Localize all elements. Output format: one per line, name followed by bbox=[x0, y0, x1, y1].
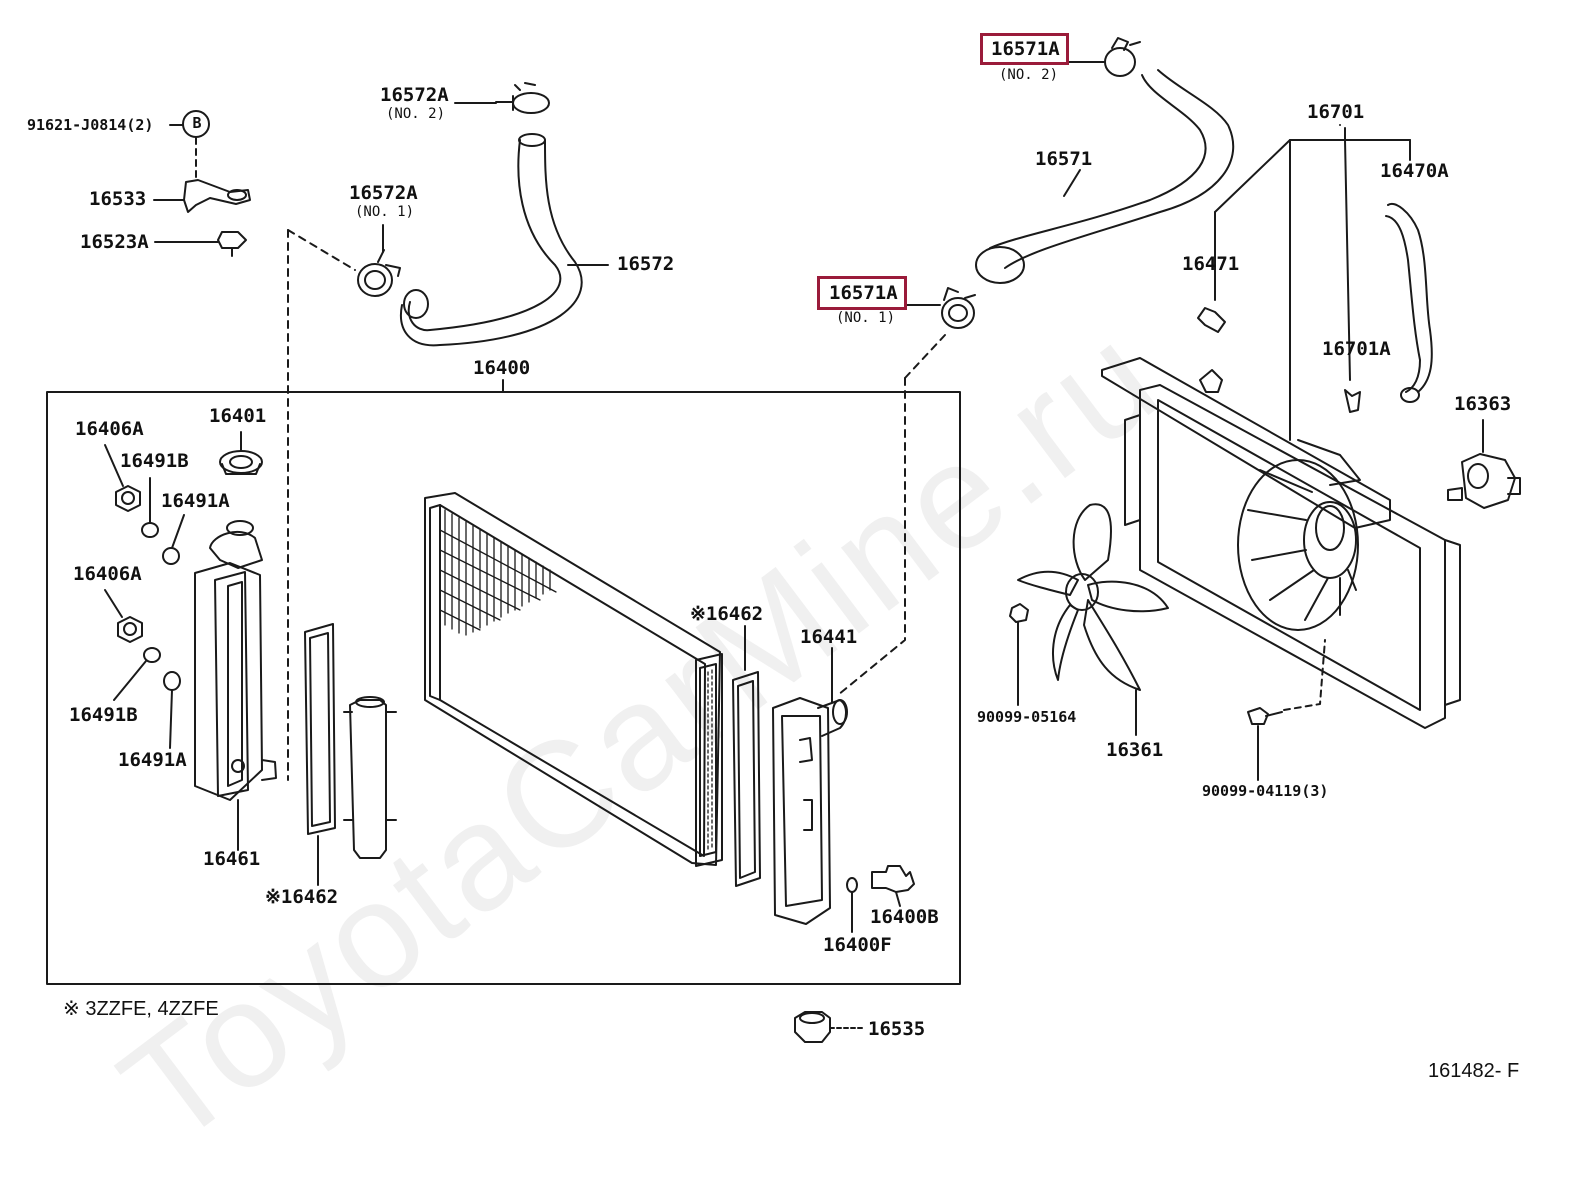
footnote-engine: ※ 3ZZFE, 4ZZFE bbox=[63, 998, 219, 1020]
label-90099-05164[interactable]: 90099-05164 bbox=[977, 708, 1077, 726]
hose-16572 bbox=[407, 139, 562, 332]
inlet-neck bbox=[209, 531, 263, 569]
label-16523A[interactable]: 16523A bbox=[80, 231, 149, 253]
label-16363[interactable]: 16363 bbox=[1454, 393, 1512, 415]
label-90099-04119[interactable]: 90099-04119(3) bbox=[1202, 782, 1329, 800]
label-16572A-no1[interactable]: 16572A bbox=[349, 182, 418, 204]
label-16491B-lower[interactable]: 16491B bbox=[69, 704, 138, 726]
left-tank-16461 bbox=[194, 562, 263, 801]
label-16571A-no1[interactable]: 16571A bbox=[829, 282, 898, 304]
label-16572A-no2-sub: (NO. 2) bbox=[386, 106, 446, 122]
highlight-16571A-no1 bbox=[817, 276, 907, 310]
cap-16535 bbox=[794, 1011, 831, 1043]
label-16571A-no2[interactable]: 16571A bbox=[991, 38, 1060, 60]
label-16471[interactable]: 16471 bbox=[1182, 253, 1240, 275]
clamp-16572A-no1 bbox=[357, 263, 393, 297]
label-16572[interactable]: 16572 bbox=[617, 253, 675, 275]
label-16533[interactable]: 16533 bbox=[89, 188, 147, 210]
gasket-16462-left bbox=[304, 623, 336, 835]
label-16441[interactable]: 16441 bbox=[800, 626, 858, 648]
label-16572A-no2[interactable]: 16572A bbox=[380, 84, 449, 106]
label-16701A[interactable]: 16701A bbox=[1322, 338, 1391, 360]
plug-16406A-lower bbox=[117, 616, 143, 643]
hose-16571 bbox=[989, 74, 1207, 249]
label-16400[interactable]: 16400 bbox=[473, 357, 531, 379]
clamp-16572A-no2 bbox=[512, 92, 550, 114]
bracket-16533 bbox=[183, 179, 251, 213]
label-16401[interactable]: 16401 bbox=[209, 405, 267, 427]
shroud-top-rail bbox=[1101, 357, 1391, 529]
highlight-16571A-no2 bbox=[980, 33, 1069, 65]
label-16406A-upper[interactable]: 16406A bbox=[75, 418, 144, 440]
diagram-drawing bbox=[46, 37, 1521, 1043]
side-pipe bbox=[349, 699, 387, 859]
label-16701[interactable]: 16701 bbox=[1307, 101, 1365, 123]
label-16361[interactable]: 16361 bbox=[1106, 739, 1164, 761]
label-16462-left[interactable]: ※16462 bbox=[265, 886, 339, 908]
clamp-16571A-no2 bbox=[1104, 47, 1136, 77]
cap-16401 bbox=[219, 450, 263, 474]
label-16406A-lower[interactable]: 16406A bbox=[73, 563, 142, 585]
label-16461[interactable]: 16461 bbox=[203, 848, 261, 870]
bolt-90099-04119 bbox=[1247, 707, 1269, 725]
gasket-16491B-upper bbox=[141, 522, 159, 538]
label-16491B-upper[interactable]: 16491B bbox=[120, 450, 189, 472]
label-16462-right[interactable]: ※16462 bbox=[690, 603, 764, 625]
parts-diagram: ToyotaCarMine.ru bbox=[27, 33, 1521, 1176]
label-16535[interactable]: 16535 bbox=[868, 1018, 926, 1040]
fan-motor-hub bbox=[1303, 501, 1357, 579]
clip-16471 bbox=[1197, 307, 1226, 333]
clip-16701A bbox=[1344, 389, 1361, 413]
label-16491A-lower[interactable]: 16491A bbox=[118, 749, 187, 771]
radiator-assembly-box bbox=[46, 391, 961, 985]
hose-16470A bbox=[1387, 202, 1433, 393]
grommet-16523A bbox=[217, 231, 247, 249]
label-16400B[interactable]: 16400B bbox=[870, 906, 939, 928]
radiator-core bbox=[424, 492, 721, 866]
label-16571A-no2-sub: (NO. 2) bbox=[999, 67, 1059, 83]
gasket-16462-right bbox=[732, 671, 761, 887]
fan-shroud bbox=[1139, 384, 1446, 729]
fan-blade-16361 bbox=[1072, 503, 1112, 581]
plug-16406A-upper bbox=[115, 485, 141, 512]
label-16470A[interactable]: 16470A bbox=[1380, 160, 1449, 182]
nut-90099-05164 bbox=[1009, 603, 1029, 623]
radiator-fins bbox=[439, 509, 713, 851]
o-ring-16491A-upper bbox=[162, 547, 180, 565]
resistor-16363 bbox=[1461, 453, 1516, 509]
o-ring-16400F bbox=[846, 877, 858, 893]
label-B: B bbox=[192, 114, 202, 132]
label-16400F[interactable]: 16400F bbox=[823, 934, 892, 956]
label-16571A-no1-sub: (NO. 1) bbox=[836, 310, 896, 326]
o-ring-16491A-lower bbox=[163, 671, 181, 691]
label-16491A-upper[interactable]: 16491A bbox=[161, 490, 230, 512]
label-91621-J0814[interactable]: 91621-J0814(2) bbox=[27, 116, 154, 134]
label-16571[interactable]: 16571 bbox=[1035, 148, 1093, 170]
label-16572A-no1-sub: (NO. 1) bbox=[355, 204, 415, 220]
drain-cock-16400B bbox=[871, 865, 915, 893]
right-tank-16441 bbox=[772, 697, 831, 925]
diagram-code: 161482- F bbox=[1428, 1060, 1520, 1082]
gasket-16491B-lower bbox=[143, 647, 161, 663]
clamp-16571A-no1 bbox=[941, 297, 975, 329]
fan-ring bbox=[1237, 459, 1359, 631]
